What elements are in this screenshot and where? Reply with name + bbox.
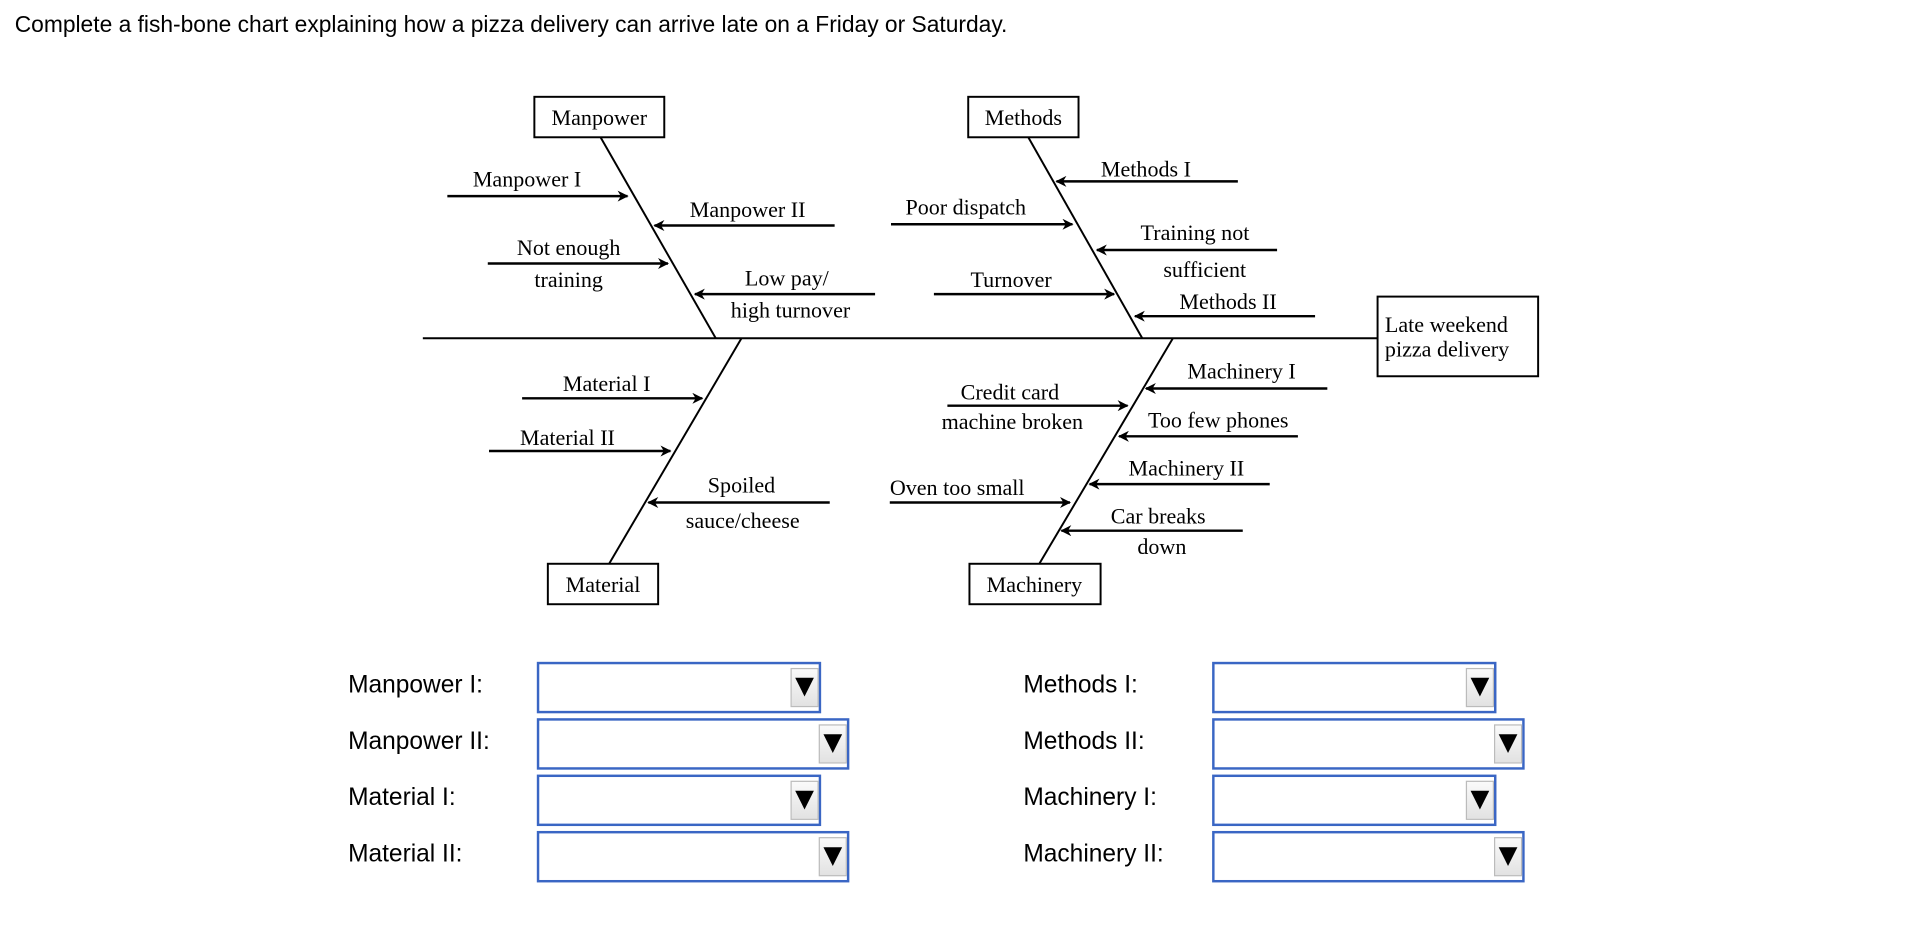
question-text: Complete a fish-bone chart explaining ho…: [14, 11, 1008, 37]
bone-manpower: [599, 136, 717, 339]
chevron-down-icon[interactable]: ▼: [790, 667, 819, 708]
label-methods-1: Methods I:: [1023, 671, 1138, 699]
chevron-down-icon[interactable]: ▼: [818, 724, 847, 764]
cause-not-enough-training-1: Not enough: [517, 235, 621, 260]
category-material: Material: [566, 572, 641, 597]
cause-material-1: Material I: [563, 371, 651, 396]
cause-spoiled-1: Spoiled: [708, 473, 775, 498]
effect-box: [1376, 295, 1540, 378]
cause-spoiled-2: sauce/cheese: [686, 508, 800, 533]
select-machinery-1[interactable]: ▼: [1212, 774, 1497, 827]
cause-machinery-1: Machinery I: [1187, 359, 1295, 384]
cause-methods-2: Methods II: [1179, 289, 1276, 314]
label-methods-2: Methods II:: [1023, 728, 1145, 755]
category-box-machinery: [968, 562, 1102, 606]
select-manpower-1[interactable]: ▼: [536, 661, 822, 714]
select-machinery-2[interactable]: ▼: [1212, 830, 1525, 883]
cause-oven-too-small: Oven too small: [890, 475, 1025, 500]
cause-too-few-phones: Too few phones: [1148, 408, 1289, 433]
chevron-down-icon[interactable]: ▼: [1494, 837, 1523, 877]
category-box-material: [546, 562, 660, 606]
cause-car-breaks-1: Car breaks: [1111, 503, 1206, 528]
effect-label-line1: Late weekend: [1385, 312, 1508, 337]
cause-material-2: Material II: [520, 425, 615, 450]
label-machinery-1: Machinery I:: [1023, 784, 1157, 812]
cause-credit-card-1: Credit card: [961, 380, 1060, 405]
cause-low-pay-1: Low pay/: [745, 266, 830, 291]
select-methods-1[interactable]: ▼: [1212, 661, 1497, 714]
category-manpower: Manpower: [552, 105, 648, 130]
label-manpower-1: Manpower I:: [348, 671, 483, 699]
cause-car-breaks-2: down: [1137, 534, 1186, 559]
cause-poor-dispatch: Poor dispatch: [905, 194, 1026, 219]
chevron-down-icon[interactable]: ▼: [1465, 780, 1495, 820]
category-methods: Methods: [985, 105, 1062, 130]
category-machinery: Machinery: [987, 572, 1083, 597]
label-manpower-2: Manpower II:: [348, 728, 490, 755]
cause-machinery-2: Machinery II: [1129, 456, 1245, 481]
cause-manpower-2: Manpower II: [690, 197, 806, 222]
chevron-down-icon[interactable]: ▼: [790, 780, 819, 820]
category-box-methods: [967, 95, 1080, 139]
chevron-down-icon[interactable]: ▼: [1494, 724, 1523, 764]
cause-credit-card-2: machine broken: [942, 409, 1083, 434]
bone-methods: [1027, 136, 1144, 339]
select-material-2[interactable]: ▼: [536, 830, 850, 883]
effect-label-line2: pizza delivery: [1385, 337, 1509, 362]
bone-material: [608, 337, 743, 565]
label-machinery-2: Machinery II:: [1023, 840, 1164, 868]
cause-low-pay-2: high turnover: [731, 297, 851, 322]
cause-not-enough-training-2: training: [534, 267, 603, 292]
chevron-down-icon[interactable]: ▼: [1465, 667, 1495, 708]
chevron-down-icon[interactable]: ▼: [818, 837, 847, 877]
cause-training-not-sufficient-2: sufficient: [1163, 257, 1246, 282]
select-material-1[interactable]: ▼: [536, 774, 822, 827]
cause-turnover: Turnover: [970, 267, 1052, 292]
cause-methods-1: Methods I: [1101, 156, 1191, 181]
fishbone-diagram: Late weekend pizza delivery Manpower Met…: [422, 95, 1540, 606]
label-material-1: Material I:: [348, 784, 456, 812]
category-box-manpower: [533, 95, 666, 139]
select-manpower-2[interactable]: ▼: [536, 718, 850, 770]
cause-training-not-sufficient-1: Training not: [1141, 220, 1250, 245]
label-material-2: Material II:: [348, 840, 463, 868]
select-methods-2[interactable]: ▼: [1212, 718, 1525, 770]
cause-manpower-1: Manpower I: [473, 166, 581, 191]
